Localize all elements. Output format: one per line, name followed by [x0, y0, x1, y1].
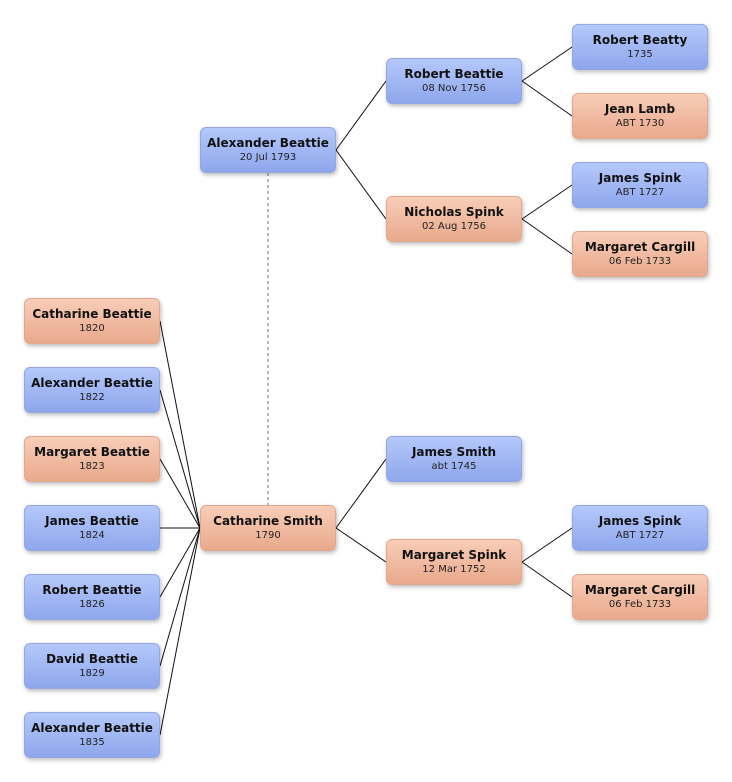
person-date: 02 Aug 1756	[421, 221, 487, 232]
person-date: 1826	[79, 599, 105, 610]
person-card[interactable]: James Smith abt 1745	[386, 436, 522, 482]
parent-link-line	[521, 527, 573, 563]
child-link-line	[159, 389, 201, 529]
person-name: James Spink	[598, 514, 682, 528]
person-card[interactable]: Robert Beattie 1826	[24, 574, 160, 620]
child-link-line	[159, 320, 201, 529]
person-name: Catharine Smith	[213, 514, 323, 528]
person-date: 1790	[255, 530, 281, 541]
person-card[interactable]: Robert Beattie 08 Nov 1756	[386, 58, 522, 104]
person-card[interactable]: Jean Lamb ABT 1730	[572, 93, 708, 139]
person-date: 08 Nov 1756	[421, 83, 487, 94]
person-name: Robert Beattie	[42, 583, 142, 597]
person-card[interactable]: Margaret Beattie 1823	[24, 436, 160, 482]
person-date: ABT 1730	[615, 118, 665, 129]
person-name: Robert Beattie	[404, 67, 504, 81]
child-link-line	[159, 527, 201, 598]
child-link-line	[159, 527, 201, 667]
person-name: James Beattie	[45, 514, 139, 528]
person-name: James Smith	[411, 445, 497, 459]
person-card[interactable]: James Spink ABT 1727	[572, 505, 708, 551]
person-name: Robert Beatty	[592, 33, 688, 47]
person-card[interactable]: Nicholas Spink 02 Aug 1756	[386, 196, 522, 242]
person-name: James Spink	[598, 171, 682, 185]
person-card[interactable]: James Beattie 1824	[24, 505, 160, 551]
person-name: Catharine Beattie	[32, 307, 152, 321]
person-date: 1822	[79, 392, 105, 403]
parent-link-line	[521, 184, 573, 220]
person-card[interactable]: Margaret Cargill 06 Feb 1733	[572, 574, 708, 620]
person-date: 1824	[79, 530, 105, 541]
parent-link-line	[335, 149, 387, 220]
parent-link-line	[335, 80, 387, 151]
person-name: Jean Lamb	[604, 102, 676, 116]
person-card[interactable]: Catharine Beattie 1820	[24, 298, 160, 344]
person-date: 1829	[79, 668, 105, 679]
person-name: Margaret Beattie	[34, 445, 150, 459]
person-date: 1820	[79, 323, 105, 334]
person-date: 1835	[79, 737, 105, 748]
person-card[interactable]: Margaret Cargill 06 Feb 1733	[572, 231, 708, 277]
person-card[interactable]: Robert Beatty 1735	[572, 24, 708, 70]
person-card[interactable]: Alexander Beattie 1822	[24, 367, 160, 413]
child-link-line	[159, 458, 201, 529]
parent-link-line	[335, 458, 387, 529]
person-name: Alexander Beattie	[31, 721, 153, 735]
person-date: 06 Feb 1733	[608, 599, 672, 610]
person-name: Alexander Beattie	[207, 136, 329, 150]
person-card[interactable]: James Spink ABT 1727	[572, 162, 708, 208]
person-name: Alexander Beattie	[31, 376, 153, 390]
person-date: 1823	[79, 461, 105, 472]
parent-link-line	[335, 527, 387, 563]
person-date: ABT 1727	[615, 187, 665, 198]
person-card[interactable]: Margaret Spink 12 Mar 1752	[386, 539, 522, 585]
person-name: David Beattie	[46, 652, 138, 666]
person-name: Margaret Cargill	[584, 240, 696, 254]
person-name: Margaret Spink	[401, 548, 507, 562]
parent-link-line	[521, 561, 573, 598]
person-date: 1735	[627, 49, 653, 60]
person-card[interactable]: David Beattie 1829	[24, 643, 160, 689]
parent-link-line	[521, 46, 573, 82]
parent-link-line	[521, 218, 573, 255]
person-card[interactable]: Catharine Smith 1790	[200, 505, 336, 551]
person-date: 06 Feb 1733	[608, 256, 672, 267]
parent-link-line	[521, 80, 573, 117]
person-date: 12 Mar 1752	[422, 564, 486, 575]
person-name: Nicholas Spink	[404, 205, 504, 219]
person-name: Margaret Cargill	[584, 583, 696, 597]
person-card[interactable]: Alexander Beattie 1835	[24, 712, 160, 758]
person-date: 20 Jul 1793	[239, 152, 297, 163]
person-date: abt 1745	[431, 461, 477, 472]
person-card[interactable]: Alexander Beattie 20 Jul 1793	[200, 127, 336, 173]
person-date: ABT 1727	[615, 530, 665, 541]
child-link-line	[159, 527, 201, 736]
